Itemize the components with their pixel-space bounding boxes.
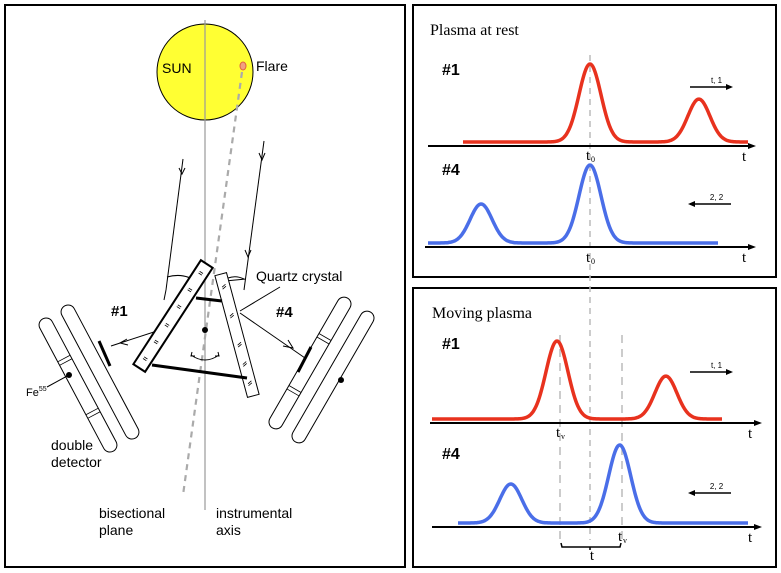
double-detector-1-back [60, 304, 140, 440]
detector-label: #4 [442, 162, 460, 179]
time-tick-label: t [586, 250, 591, 266]
detector-label: #4 [442, 446, 460, 463]
instrumental-label-line1: instrumental [216, 505, 292, 521]
bottom-right-panel-frame [412, 287, 777, 568]
quartz-crystal-1 [131, 258, 215, 374]
time-tick-subscript: v [561, 432, 565, 441]
detector-label: #1 [442, 62, 460, 79]
time-axis-arrowhead-icon [754, 524, 762, 530]
time-axis-label: t [742, 149, 747, 165]
fe55-label: Fe55 [26, 386, 47, 399]
detector-4-window [296, 346, 313, 373]
quartz-pointer-line [239, 286, 281, 312]
arrow-right-icon [726, 84, 733, 90]
detector-4-label: #4 [276, 304, 293, 321]
moving-plasma-title: Moving plasma [432, 305, 532, 322]
crystal-crossbar-top [195, 296, 223, 303]
time-tick-label: t [618, 529, 623, 545]
spectrum-curve [427, 163, 719, 245]
delta-t-label: t [590, 548, 595, 564]
left-instrument-diagram: SUN Flare Quartz crystal #1 #4 Fe55 doub… [26, 20, 375, 538]
double-detector-label-line1: double [51, 437, 93, 453]
time-axis-arrowhead-icon [748, 143, 756, 149]
arrow-left-icon [688, 490, 695, 496]
time-axis-label: t [748, 426, 753, 442]
spectrum-curve [431, 339, 723, 421]
detector-1-label: #1 [111, 303, 128, 320]
time-tick-label: t [556, 425, 561, 441]
spectrum-curve [457, 443, 749, 525]
scan-direction-label: 2, 2 [710, 482, 724, 491]
sun-label: SUN [162, 60, 192, 76]
flare-icon [239, 61, 247, 71]
quartz-crystal-4 [214, 271, 260, 399]
rotation-arrowhead-left [190, 351, 195, 357]
plasma-at-rest-title: Plasma at rest [430, 22, 519, 39]
time-tick-label: t [586, 148, 591, 164]
delta-t-bracket [560, 542, 622, 550]
reflected-rays [110, 312, 306, 359]
bisectional-label-line1: bisectional [99, 505, 165, 521]
top-right-panel-frame [412, 4, 777, 278]
detector-4-source-dot [338, 377, 344, 383]
crystal-crossbar-bottom [151, 363, 248, 380]
incoming-rays [163, 140, 266, 301]
time-axis-arrowhead-icon [748, 244, 756, 250]
double-detector-1 [38, 317, 118, 453]
rotation-arrowhead-right [215, 351, 220, 357]
fe55-pointer [46, 374, 70, 388]
detector-label: #1 [442, 336, 460, 353]
time-tick-subscript: v [623, 536, 627, 545]
incidence-angle-arc-4 [227, 276, 245, 280]
scan-direction-label: 2, 2 [710, 193, 724, 202]
bisectional-plane-line [181, 71, 244, 496]
time-axis-label: t [742, 250, 747, 266]
time-axis-arrowhead-icon [754, 420, 762, 426]
time-tick-subscript: 0 [591, 257, 595, 266]
quartz-crystal-label: Quartz crystal [256, 268, 342, 284]
flare-label: Flare [256, 58, 288, 74]
instrumental-label-line2: axis [216, 522, 241, 538]
double-detector-label-line2: detector [51, 454, 102, 470]
bisectional-label-line2: plane [99, 522, 133, 538]
detector-1-window [97, 340, 112, 367]
arrow-right-icon [726, 369, 733, 375]
time-tick-subscript: 0 [591, 155, 595, 164]
time-axis-label: t [748, 530, 753, 546]
arrow-left-icon [688, 201, 695, 207]
spectrum-curve [462, 62, 749, 144]
scan-direction-label: t, 1 [711, 361, 723, 370]
left-panel-frame [4, 4, 406, 568]
scan-direction-label: t, 1 [711, 76, 723, 85]
pivot-point [202, 327, 208, 333]
